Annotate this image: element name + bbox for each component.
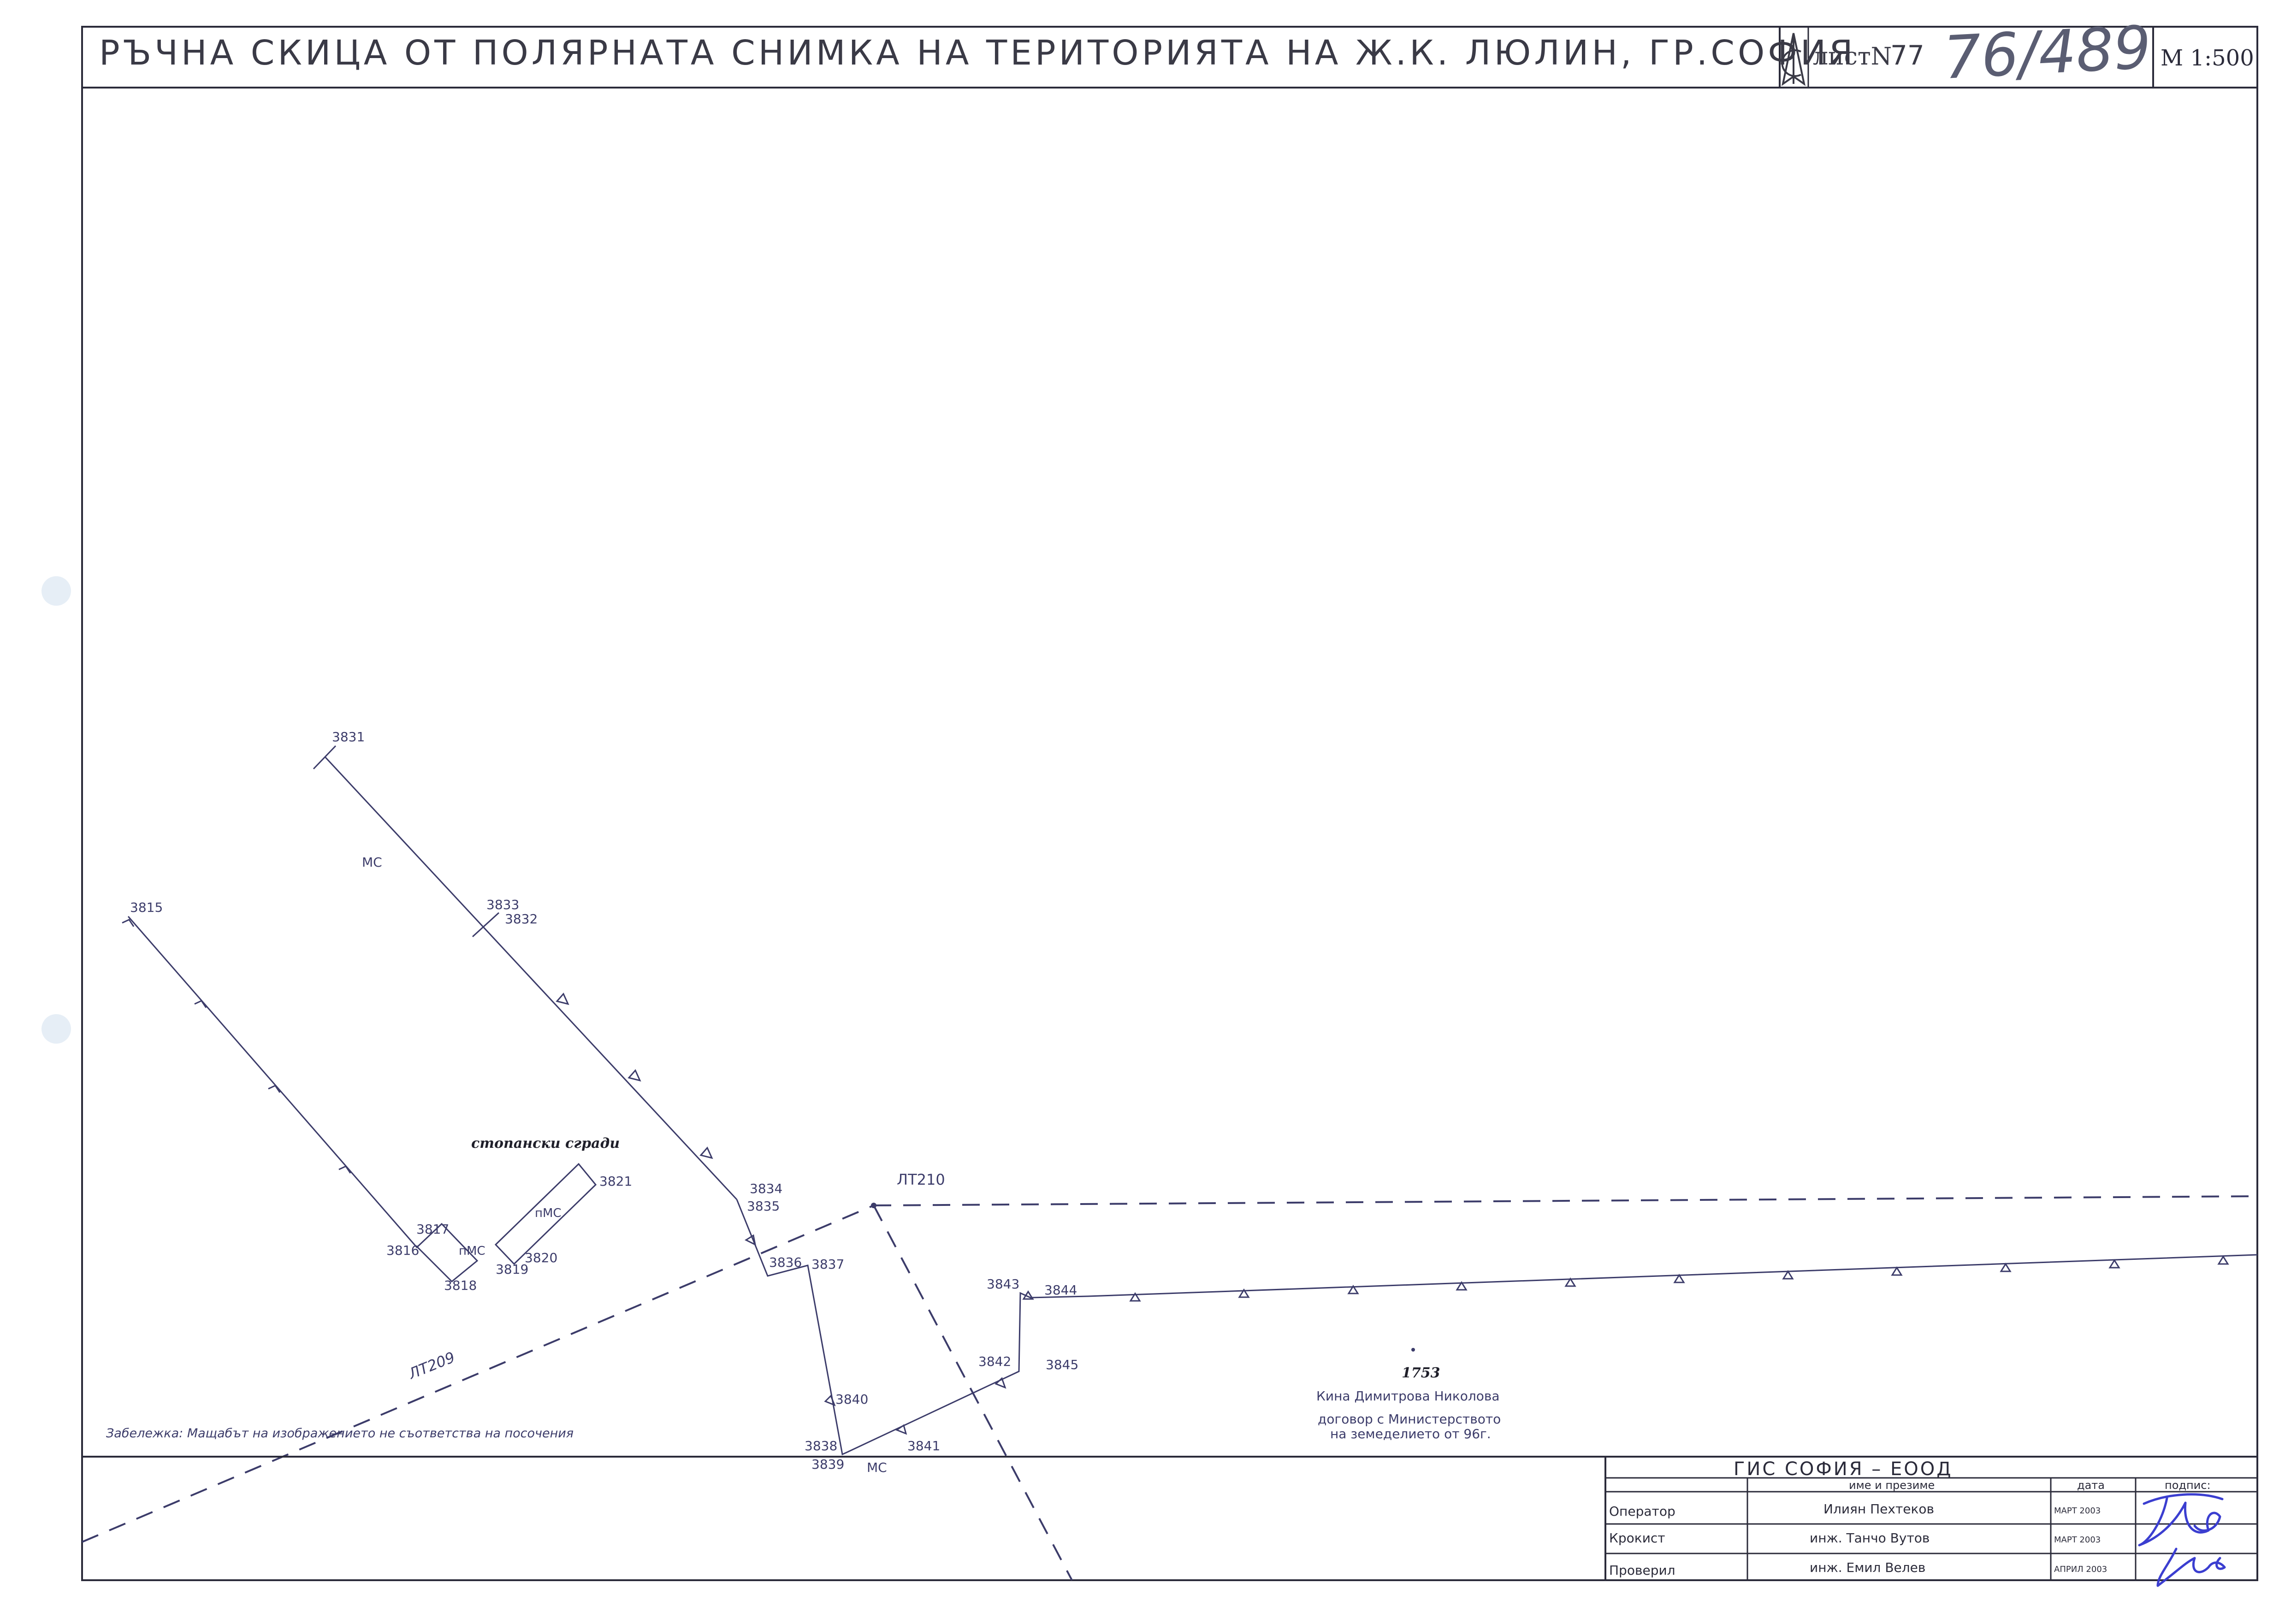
fence-marker <box>1456 1281 1468 1291</box>
date-sketcher: МАРТ 2003 <box>2054 1535 2101 1545</box>
fence-marker <box>744 1234 757 1246</box>
scale-note: Забележка: Мащабът на изображението не с… <box>106 1426 574 1441</box>
boundary-line-3831 <box>324 756 738 1200</box>
date-operator: МАРТ 2003 <box>2054 1506 2101 1516</box>
map-labels: 3815 3816 3817 3818 3819 3820 3821 3831 … <box>106 729 1501 1475</box>
fence-marker <box>1891 1266 1903 1276</box>
fence-marker <box>1238 1288 1250 1298</box>
point-label-3845: 3845 <box>1046 1357 1078 1372</box>
name-sketcher: инж. Танчо Вутов <box>1810 1530 1930 1546</box>
fence-marker <box>122 919 135 927</box>
fence-marker <box>338 1165 351 1174</box>
fence-marker <box>1347 1285 1359 1294</box>
name-checker: инж. Емил Велев <box>1810 1560 1925 1575</box>
sheet-number: 77 <box>1890 40 1924 71</box>
point-label-3834: 3834 <box>750 1181 782 1196</box>
traverse-label-lt210: ЛТ210 <box>897 1171 945 1188</box>
fence-marker <box>194 1000 207 1008</box>
punch-hole-upper <box>41 576 71 606</box>
parcel-number: 1753 <box>1402 1365 1440 1381</box>
point-label-3820: 3820 <box>525 1250 557 1265</box>
scale-label: M 1:500 <box>2161 45 2254 71</box>
point-label-3841: 3841 <box>907 1438 940 1453</box>
point-label-3840: 3840 <box>835 1392 868 1407</box>
column-header-date: дата <box>2077 1479 2105 1492</box>
traverse-station-lt210 <box>871 1203 876 1208</box>
fence-marker <box>2217 1255 2229 1265</box>
role-sketcher: Крокист <box>1609 1530 1665 1546</box>
point-label-3844: 3844 <box>1044 1282 1077 1298</box>
sheet-label: листN <box>1813 43 1892 71</box>
fence-marker <box>1022 1290 1034 1300</box>
farm-buildings-label: стопански сгради <box>471 1135 620 1152</box>
role-operator: Оператор <box>1609 1504 1675 1519</box>
header: РЪЧНА СКИЦА ОТ ПОЛЯРНАТА СНИМКА НА ТЕРИТ… <box>82 13 2257 93</box>
point-label-3838: 3838 <box>805 1438 837 1453</box>
name-operator: Илиян Пехтеков <box>1823 1501 1934 1517</box>
date-checker: АПРИЛ 2003 <box>2054 1565 2107 1574</box>
point-label-3831: 3831 <box>332 729 365 744</box>
fence-marker <box>268 1085 281 1093</box>
fence-marker <box>995 1377 1006 1389</box>
point-label-3818: 3818 <box>444 1278 477 1293</box>
fence-marker <box>556 992 569 1005</box>
punch-hole-lower <box>41 1014 71 1044</box>
point-label-3837: 3837 <box>811 1257 844 1272</box>
tick-3831 <box>313 745 337 770</box>
fence-marker <box>2000 1263 2012 1272</box>
fence-marker <box>2108 1259 2120 1269</box>
fence-marker <box>699 1146 713 1159</box>
traverse-label-lt209: ЛТ209 <box>406 1348 457 1383</box>
fence-marker <box>1129 1292 1141 1302</box>
point-label-3817: 3817 <box>416 1222 449 1237</box>
boundary-line-3815 <box>127 916 418 1248</box>
point-label-3815: 3815 <box>130 900 163 915</box>
building-left <box>416 1222 479 1283</box>
point-label-3842: 3842 <box>978 1354 1011 1369</box>
point-label-3821: 3821 <box>599 1174 632 1189</box>
point-label-3835: 3835 <box>747 1199 780 1214</box>
land-use-ms-top: МС <box>362 855 382 870</box>
handwritten-reference: 76/489 <box>1942 13 2153 93</box>
point-label-3839: 3839 <box>811 1457 844 1472</box>
north-arrow-icon <box>1781 33 1806 86</box>
title-block <box>82 1456 2258 1581</box>
parcel-dot <box>1411 1348 1415 1352</box>
parcel-contract-line1: договор с Министерството <box>1318 1411 1501 1427</box>
point-label-3833: 3833 <box>486 897 519 912</box>
sheet-title: РЪЧНА СКИЦА ОТ ПОЛЯРНАТА СНИМКА НА ТЕРИТ… <box>99 33 1856 73</box>
handwritten-signature <box>2138 1493 2226 1587</box>
column-header-name: име и презиме <box>1849 1479 1935 1492</box>
land-use-ms-bottom: МС <box>867 1460 887 1475</box>
role-checker: Проверил <box>1609 1563 1675 1578</box>
point-label-3832: 3832 <box>505 911 538 927</box>
parcel-owner: Кина Димитрова Николова <box>1316 1388 1500 1404</box>
outer-frame <box>81 26 2258 1581</box>
traverse-line-lt210 <box>873 1195 2258 1206</box>
point-label-3836: 3836 <box>769 1255 802 1270</box>
point-label-3843: 3843 <box>987 1276 1019 1292</box>
point-label-3819: 3819 <box>496 1262 528 1277</box>
column-header-signature: подпис: <box>2165 1479 2211 1492</box>
fence-marker <box>895 1424 907 1435</box>
fence-marker <box>1782 1270 1794 1280</box>
map-area <box>82 745 2258 1581</box>
title-block-text: ГИС СОФИЯ – ЕООД име и презиме дата подп… <box>1609 1459 2211 1578</box>
tick-3833 <box>472 912 500 938</box>
boundary-polyline-3834-3844 <box>736 1199 2258 1456</box>
building-right <box>494 1163 597 1265</box>
fence-marker <box>1673 1274 1685 1283</box>
traverse-line-lt209 <box>82 1205 874 1543</box>
building-type-right: пМС <box>535 1206 562 1220</box>
parcel-contract-line2: на земеделието от 96г. <box>1330 1426 1491 1441</box>
fence-marker <box>628 1069 641 1082</box>
fence-marker <box>1564 1277 1576 1287</box>
fence-marker <box>824 1394 836 1406</box>
organization-name: ГИС СОФИЯ – ЕООД <box>1734 1459 1953 1480</box>
building-type-left: пМС <box>459 1244 485 1258</box>
point-label-3816: 3816 <box>386 1243 419 1258</box>
